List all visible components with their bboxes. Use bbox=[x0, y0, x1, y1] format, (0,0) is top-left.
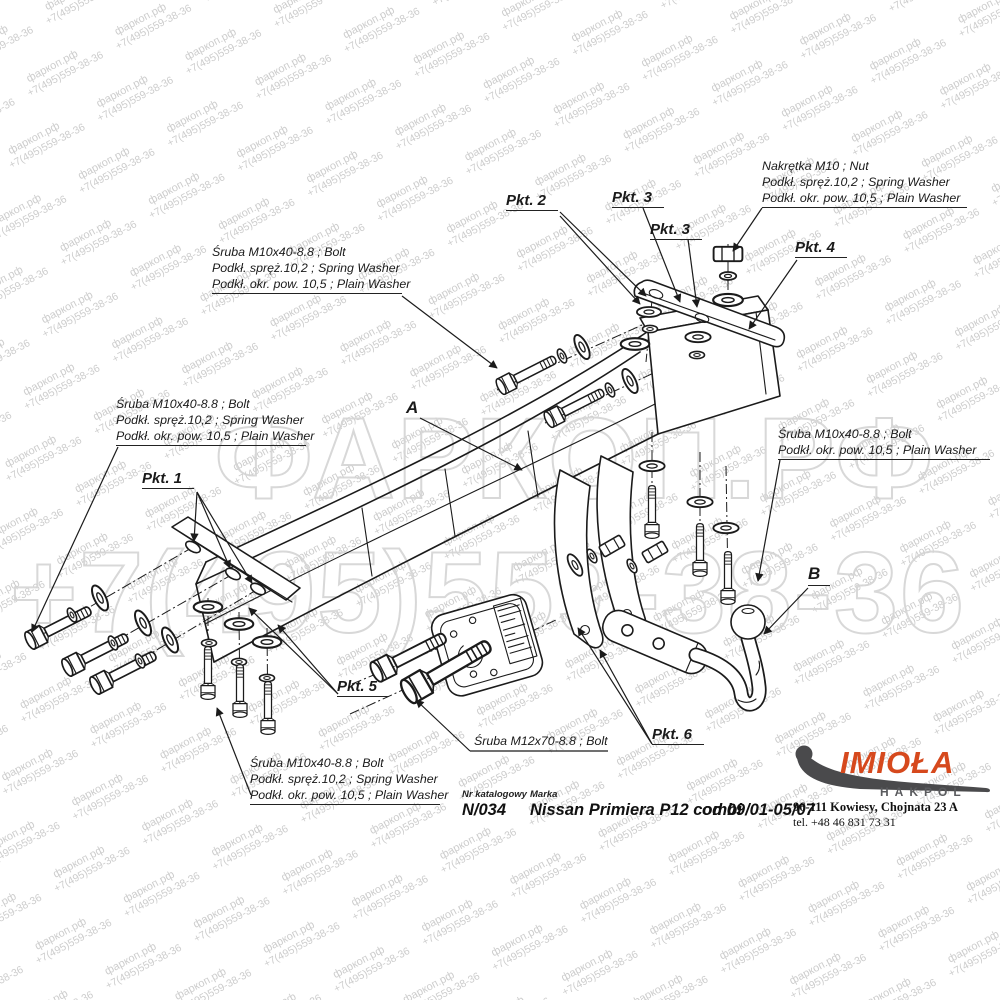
type-sticker bbox=[492, 597, 538, 665]
spec-line: Śruba M10x40-8.8 ; Bolt bbox=[116, 397, 250, 411]
tow-ball bbox=[730, 604, 766, 640]
production-date-range: od 09/01-05/07 bbox=[702, 801, 815, 819]
label-bolt-right: Śruba M10x40-8.8 ; Bolt Podkł. okr. pow.… bbox=[778, 426, 990, 460]
side-rail-arm bbox=[633, 279, 786, 348]
rail-hole bbox=[694, 312, 710, 324]
svg-text:фаркоп.рф: фаркоп.рф bbox=[471, 994, 527, 1000]
svg-text:фаркоп.рф: фаркоп.рф bbox=[989, 158, 1000, 195]
spec-line: Podkł. okr. pow. 10,5 ; Plain Washer bbox=[778, 443, 977, 457]
catalog-number-value: N/034 bbox=[462, 801, 507, 819]
label-nut-top-right: Nakrętka M10 ; Nut Podkł. spręż.10,2 ; S… bbox=[762, 158, 967, 208]
label-bolt-top-left: Śruba M10x40-8.8 ; Bolt Podkł. spręż.10,… bbox=[212, 244, 411, 294]
hook-bar-hole bbox=[621, 623, 634, 637]
towbar-logo-icon bbox=[795, 745, 990, 793]
spec-line: Podkł. okr. pow. 10,5 ; Plain Washer bbox=[212, 277, 411, 291]
svg-text:+7(495)559-38-36: +7(495)559-38-36 bbox=[0, 650, 29, 700]
svg-text:+7(495)559-38-36: +7(495)559-38-36 bbox=[0, 96, 17, 146]
spec-line: Podkł. spręż.10,2 ; Spring Washer bbox=[212, 261, 400, 275]
rail-hole bbox=[648, 288, 664, 300]
label-view-a: A bbox=[406, 398, 419, 417]
company-subname: HAKPOL bbox=[880, 785, 967, 799]
brand-label: Marka bbox=[530, 789, 558, 800]
svg-text:+7(495)559-38-36: +7(495)559-38-36 bbox=[0, 409, 14, 459]
spec-line: Podkł. okr. pow. 10,5 ; Plain Washer bbox=[116, 429, 315, 443]
tow-ball-hook bbox=[601, 604, 767, 712]
company-address: 96-111 Kowiesy, Chojnata 23 A bbox=[793, 800, 958, 814]
svg-text:фаркоп.рф: фаркоп.рф bbox=[15, 988, 71, 1000]
plate-slot-holes bbox=[184, 540, 267, 596]
svg-text:+7(495)559-38-36: +7(495)559-38-36 bbox=[202, 0, 282, 5]
label-pkt-2: Pkt. 2 bbox=[506, 192, 559, 211]
svg-text:+7(495)559-38-36: +7(495)559-38-36 bbox=[0, 964, 26, 1000]
vehicle-model: Nissan Primiera P12 combi bbox=[530, 801, 742, 819]
label-bolt-mid-left: Śruba M10x40-8.8 ; Bolt Podkł. spręż.10,… bbox=[116, 396, 315, 446]
catalog-number-label: Nr katalogowy bbox=[462, 789, 527, 800]
leader-lines bbox=[31, 207, 809, 796]
spec-line: Śruba M10x40-8.8 ; Bolt bbox=[212, 245, 346, 259]
svg-text:фаркоп.рф: фаркоп.рф bbox=[243, 991, 299, 1000]
label-bolt-bottom-left: Śruba M10x40-8.8 ; Bolt Podkł. spręż.10,… bbox=[250, 755, 449, 805]
label-pkt-4: Pkt. 4 bbox=[795, 239, 848, 258]
spec-line: Nakrętka M10 ; Nut bbox=[762, 159, 869, 173]
spec-line: Śruba M10x40-8.8 ; Bolt bbox=[250, 756, 384, 770]
label-pkt-3a: Pkt. 3 bbox=[612, 189, 665, 208]
spec-line: Podkł. okr. pow. 10,5 ; Plain Washer bbox=[762, 191, 961, 205]
spec-line: Podkł. spręż.10,2 ; Spring Washer bbox=[250, 772, 438, 786]
company-name: IMIOŁA bbox=[840, 745, 955, 780]
spec-line: Podkł. spręż.10,2 ; Spring Washer bbox=[762, 175, 950, 189]
svg-text:+7(495)559-38-36: +7(495)559-38-36 bbox=[887, 0, 967, 15]
company-phone: tel. +48 46 831 73 31 bbox=[793, 815, 896, 829]
label-pkt-6: Pkt. 6 bbox=[652, 726, 705, 745]
svg-text:+7(495)559-38-36: +7(495)559-38-36 bbox=[0, 722, 11, 772]
spec-line: Podkł. okr. pow. 10,5 ; Plain Washer bbox=[250, 788, 449, 802]
svg-text:фаркоп.рф: фаркоп.рф bbox=[986, 471, 1000, 508]
label-pkt-5: Pkt. 5 bbox=[337, 678, 390, 697]
spec-line: Podkł. spręż.10,2 ; Spring Washer bbox=[116, 413, 304, 427]
hook-bar-hole bbox=[652, 637, 665, 650]
label-view-b: B bbox=[808, 564, 831, 586]
spec-line: Śruba M10x40-8.8 ; Bolt bbox=[778, 427, 912, 441]
label-pkt-1: Pkt. 1 bbox=[142, 470, 195, 489]
label-pkt-3b: Pkt. 3 bbox=[650, 221, 703, 240]
svg-text:+7(495)559-38-36: +7(495)559-38-36 bbox=[430, 0, 510, 9]
label-bolt-m12: Śruba M12x70-8.8 ; Bolt bbox=[474, 734, 608, 748]
svg-text:+7(495)559-38-36: +7(495)559-38-36 bbox=[658, 0, 738, 12]
